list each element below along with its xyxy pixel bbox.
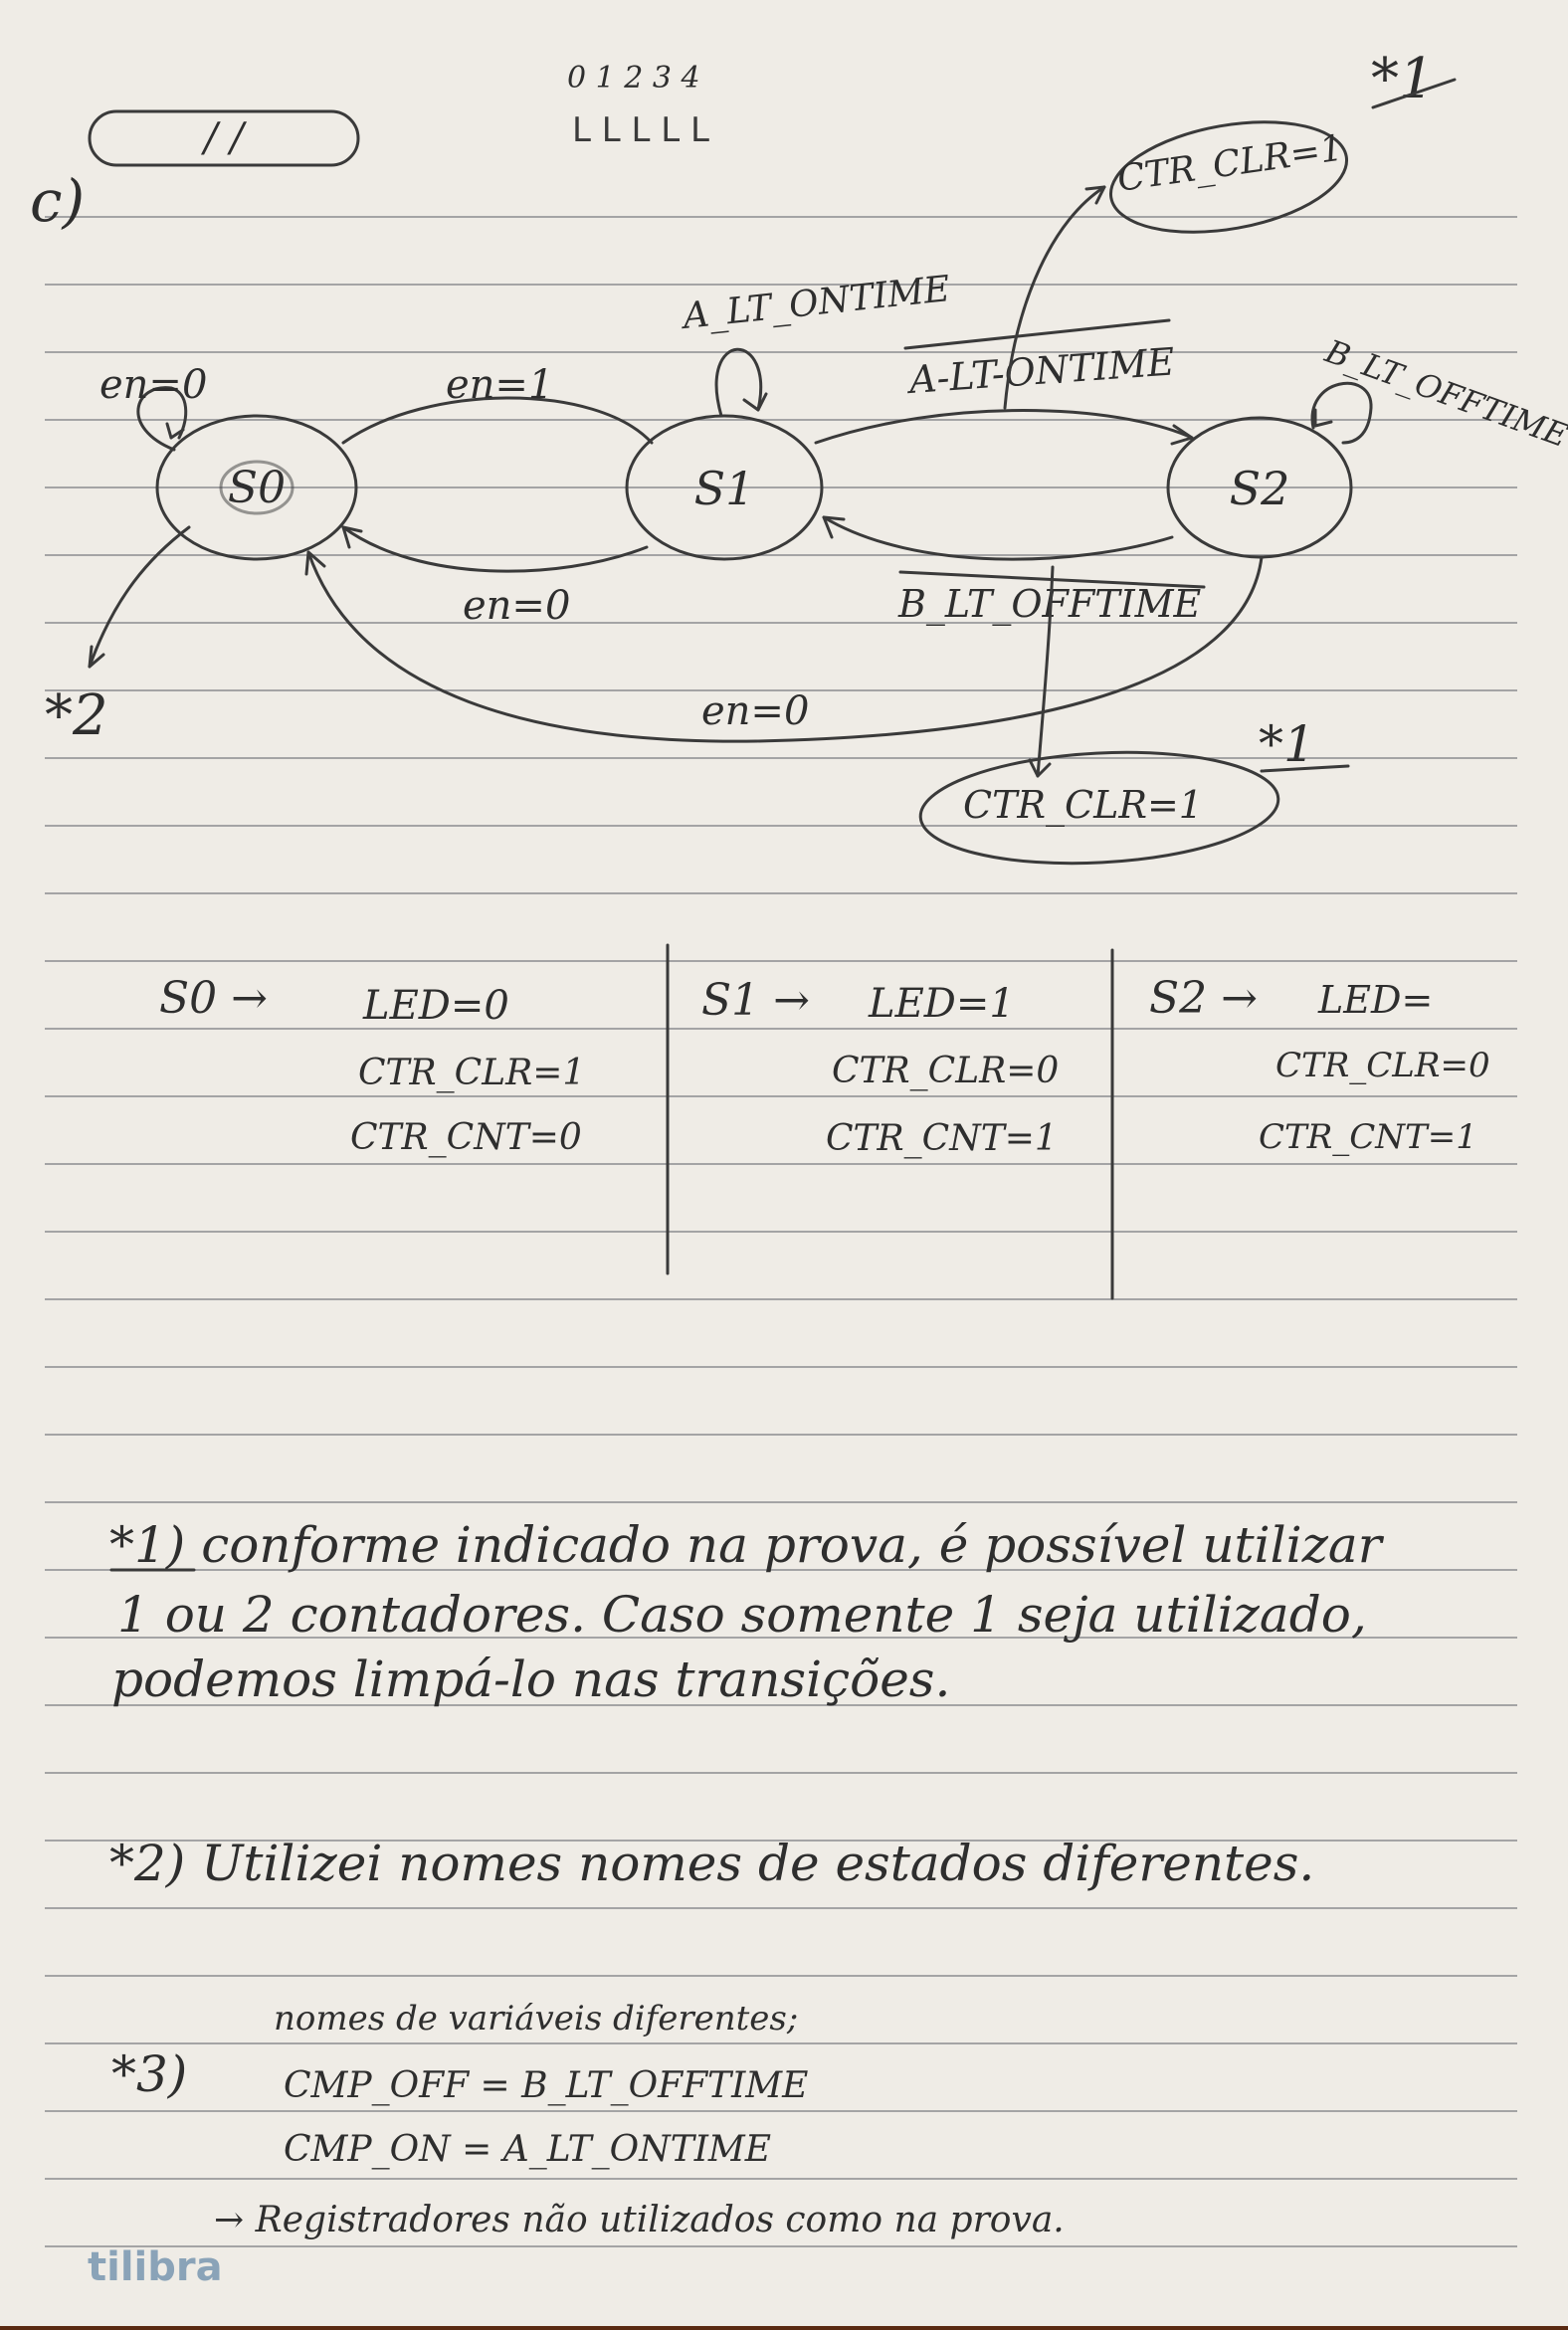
s0-ctr-cnt: CTR_CNT=0 bbox=[350, 1117, 582, 1158]
arrow-to-mark-2 bbox=[88, 525, 191, 669]
s0-led: LED=0 bbox=[362, 983, 509, 1029]
edge-s0-s1 bbox=[341, 396, 654, 445]
mark-1-bottom: *1 bbox=[1259, 715, 1315, 773]
state-diagram: S0 S1 S2 en=0 en=1 en=0 A_LT_ONTIME A-LT… bbox=[45, 47, 1568, 866]
note-2: *2) Utilizei nomes nomes de estados dife… bbox=[109, 1835, 1314, 1892]
s0-state: S0 → bbox=[159, 973, 268, 1024]
edge-s2-s1-arrow bbox=[822, 515, 846, 539]
date-box bbox=[88, 109, 360, 167]
arrow-to-ctr-clr-bottom bbox=[1036, 565, 1055, 778]
edge-s0-self-arrow bbox=[165, 422, 185, 440]
state-s0-label: S0 bbox=[228, 463, 286, 513]
note-ctr-clr-top-oval bbox=[1108, 120, 1349, 234]
edge-s1-self-label: A_LT_ONTIME bbox=[679, 269, 952, 337]
s2-led: LED= bbox=[1317, 978, 1433, 1022]
edge-s1-s2-arrow bbox=[1170, 424, 1194, 446]
edge-s2-self bbox=[1310, 381, 1373, 445]
edge-s1-self bbox=[714, 347, 763, 418]
note-1-line-2: 1 ou 2 contadores. Caso somente 1 seja u… bbox=[117, 1586, 1367, 1644]
edge-s1-s0-label: en=0 bbox=[463, 583, 570, 629]
output-table: S0 → LED=0 CTR_CLR=1 CTR_CNT=0 S1 → LED=… bbox=[159, 943, 1490, 1300]
arrow-to-mark-2-head bbox=[88, 645, 105, 669]
edge-s1-s0-arrow bbox=[341, 525, 363, 549]
s1-led: LED=1 bbox=[868, 981, 1015, 1027]
note-1-line-1: *1) conforme indicado na prova, é possív… bbox=[109, 1516, 1385, 1574]
mark-1-bottom-underline bbox=[1260, 764, 1350, 773]
s0-ctr-clr: CTR_CLR=1 bbox=[358, 1053, 585, 1093]
edge-s2-s0-label: en=0 bbox=[701, 688, 809, 734]
note-1-line-3: podemos limpá-lo nas transições. bbox=[111, 1650, 950, 1708]
edge-s2-self-label: B_LT_OFFTIME bbox=[1319, 331, 1568, 455]
edge-s1-s2 bbox=[814, 409, 1194, 445]
edge-s2-s0 bbox=[306, 550, 1264, 743]
s2-state: S2 → bbox=[1149, 973, 1258, 1024]
mark-1-top: *1 bbox=[1371, 47, 1435, 111]
note-3-header: nomes de variáveis diferentes; bbox=[274, 1999, 798, 2039]
edge-s1-s2-overline bbox=[903, 318, 1171, 350]
edge-s2-s0-arrow bbox=[304, 550, 326, 576]
note-3-mark: *3) bbox=[111, 2045, 187, 2103]
edge-s1-s2-label: A-LT-ONTIME bbox=[905, 339, 1177, 402]
arrow-to-ctr-clr-top-head bbox=[1084, 185, 1106, 205]
notes: *1) conforme indicado na prova, é possív… bbox=[109, 1516, 1385, 2240]
edge-s0-self bbox=[136, 386, 188, 452]
mark-1-top-underline bbox=[1371, 78, 1457, 109]
edge-s2-self-arrow bbox=[1313, 408, 1333, 428]
state-s1-label: S1 bbox=[694, 462, 755, 515]
section-label: c) bbox=[30, 167, 85, 235]
state-s2 bbox=[1166, 416, 1353, 559]
state-s2-label: S2 bbox=[1230, 462, 1290, 515]
s1-ctr-cnt: CTR_CNT=1 bbox=[826, 1118, 1058, 1159]
edge-s0-self-label: en=0 bbox=[99, 362, 207, 408]
edge-s1-self-arrow bbox=[742, 392, 768, 412]
state-s1 bbox=[625, 414, 824, 561]
state-s0-inner-mark bbox=[219, 460, 294, 515]
s2-ctr-cnt: CTR_CNT=1 bbox=[1259, 1117, 1477, 1157]
index-numbers: 0 1 2 3 4 bbox=[567, 61, 700, 96]
state-s0 bbox=[155, 414, 358, 561]
edge-s1-s0 bbox=[341, 525, 649, 573]
note-3-line-1: CMP_OFF = B_LT_OFFTIME bbox=[284, 2065, 808, 2106]
ruled-lines bbox=[45, 216, 1517, 2247]
index-marks: L L L L L bbox=[572, 110, 709, 150]
arrow-to-ctr-clr-bottom-head bbox=[1028, 758, 1052, 778]
s1-state: S1 → bbox=[701, 975, 810, 1026]
edge-s2-s1 bbox=[822, 515, 1174, 561]
s2-ctr-clr: CTR_CLR=0 bbox=[1275, 1046, 1490, 1085]
s1-ctr-clr: CTR_CLR=0 bbox=[832, 1051, 1059, 1091]
mark-2: *2 bbox=[45, 683, 108, 748]
date-placeholder: / / bbox=[200, 115, 247, 161]
note-3-line-3: → Registradores não utilizados como na p… bbox=[214, 2200, 1065, 2240]
arrow-to-ctr-clr-top bbox=[1003, 185, 1106, 410]
edge-s0-s1-label: en=1 bbox=[446, 362, 553, 408]
brand-logo: tilibra bbox=[88, 2244, 223, 2290]
note-ctr-clr-bottom: CTR_CLR=1 bbox=[963, 783, 1203, 828]
note-ctr-clr-top: CTR_CLR=1 bbox=[1115, 128, 1346, 200]
note-ctr-clr-bottom-oval bbox=[918, 750, 1280, 866]
note-3-line-2: CMP_ON = A_LT_ONTIME bbox=[284, 2129, 771, 2170]
